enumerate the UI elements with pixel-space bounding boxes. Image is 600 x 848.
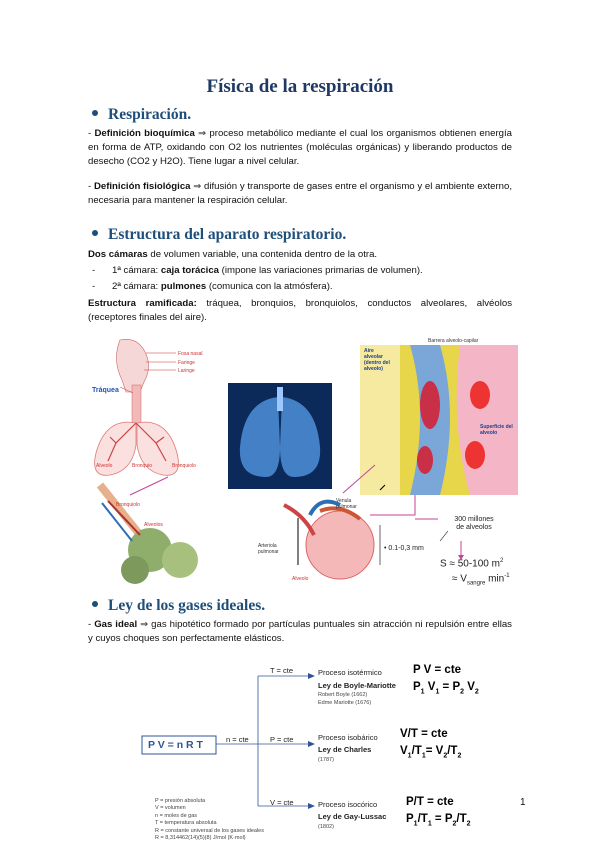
label-boyle: Ley de Boyle-Mariotte (318, 681, 396, 690)
heading-gases: Ley de los gases ideales. (92, 597, 265, 615)
alveolus-illustration (283, 499, 375, 580)
def-bioquimica: - Definición bioquímica ⇒ proceso metabó… (88, 128, 512, 168)
lungs-image (228, 383, 332, 489)
label-v-cte: V = cte (270, 798, 294, 807)
label-arteriola: Arteriola pulmonar (258, 543, 279, 555)
label-n-cte: n = cte (226, 735, 249, 744)
label-alveolos: Alveolos (144, 522, 163, 528)
label-traquea: Tráquea (92, 387, 119, 394)
label-superficie: Superficie del alveolo (480, 424, 513, 436)
label-fosa-nasal: Fosa nasal (178, 351, 203, 357)
label-boyle-1: Robert Boyle (1662) (318, 692, 368, 698)
connector-arrows (129, 464, 438, 565)
def-fisiologica: - Definición fisiológica ⇒ difusión y tr… (88, 181, 512, 207)
equation-gay-1: P/T = cte (406, 796, 454, 808)
label-aire-alveolar: Aire alveolar (dentro del alveolo) (364, 348, 390, 372)
heading-respiracion: Respiración. (92, 106, 191, 124)
label-charles: Ley de Charles (318, 745, 372, 754)
label-diametro: • 0.1-0,3 mm (384, 545, 424, 552)
equation-boyle-1: P V = cte (413, 664, 462, 676)
anatomy-illustration (80, 335, 222, 476)
bullet-icon (92, 230, 98, 236)
page-title: Física de la respiración (206, 76, 394, 97)
label-bronquiolo-2: Bronquiolo (116, 502, 140, 508)
label-isocorico: Proceso isocórico (318, 800, 378, 809)
label-p-cte: P = cte (270, 735, 294, 744)
gas-law-tree (141, 673, 315, 809)
page-number: 1 (520, 797, 526, 808)
equation-gay-2: P1/T1 = P2/T2 (406, 813, 471, 828)
variables-legend: P = presión absoluta V = volumen n = mol… (155, 798, 264, 842)
equation-boyle-2: P1 V1 = P2 V2 (413, 681, 479, 696)
label-isobarico: Proceso isobárico (318, 733, 378, 742)
label-gay-lussac: Ley de Gay-Lussac (318, 812, 387, 821)
camara-2: -2ª cámara: pulmones (comunica con la at… (92, 281, 333, 292)
equation-main: P V = n R T (148, 739, 203, 751)
label-faringe: Faringe (178, 360, 195, 366)
label-t-cte: T = cte (270, 666, 293, 675)
label-alveolo-2: Alveolo (292, 576, 309, 582)
respiratory-figure (80, 335, 518, 584)
bullet-icon (92, 110, 98, 116)
label-barrera: Barrera alveolo-capilar (428, 338, 479, 344)
label-superficie-eq: S ≈ 50-100 m2 (440, 558, 504, 570)
bronchi-illustration (96, 482, 198, 584)
equation-charles-2: V1/T1= V2/T2 (400, 745, 462, 760)
label-gay-lussac-1: (1802) (318, 824, 334, 830)
label-vena-pulmonar: Venula pulmonar (336, 498, 357, 510)
camara-1: -1ª cámara: caja torácica (impone las va… (92, 265, 423, 276)
label-boyle-2: Edme Mariotte (1676) (318, 700, 372, 706)
bullet-icon (92, 601, 98, 607)
equation-charles-1: V/T = cte (400, 728, 448, 740)
def-gas-ideal: - Gas ideal ⇒ gas hipotético formado por… (88, 619, 512, 645)
label-laringe: Laringe (178, 368, 195, 374)
label-isotermico: Proceso isotérmico (318, 668, 382, 677)
label-charles-1: (1787) (318, 757, 334, 763)
label-volumen-eq: ≈ Vsangre min-1 (452, 573, 510, 587)
label-bronquiolo: Bronquiolo (172, 463, 196, 469)
label-bronquio: Bronquio (132, 463, 153, 469)
label-alveolo: Alveolo (96, 463, 113, 469)
heading-estructura: Estructura del aparato respiratorio. (92, 226, 346, 244)
intro-camaras: Dos cámaras de volumen variable, una con… (88, 249, 378, 260)
alveolar-capillary-image (360, 345, 518, 495)
estructura-ramificada: Estructura ramificada: tráquea, bronquio… (88, 298, 512, 324)
